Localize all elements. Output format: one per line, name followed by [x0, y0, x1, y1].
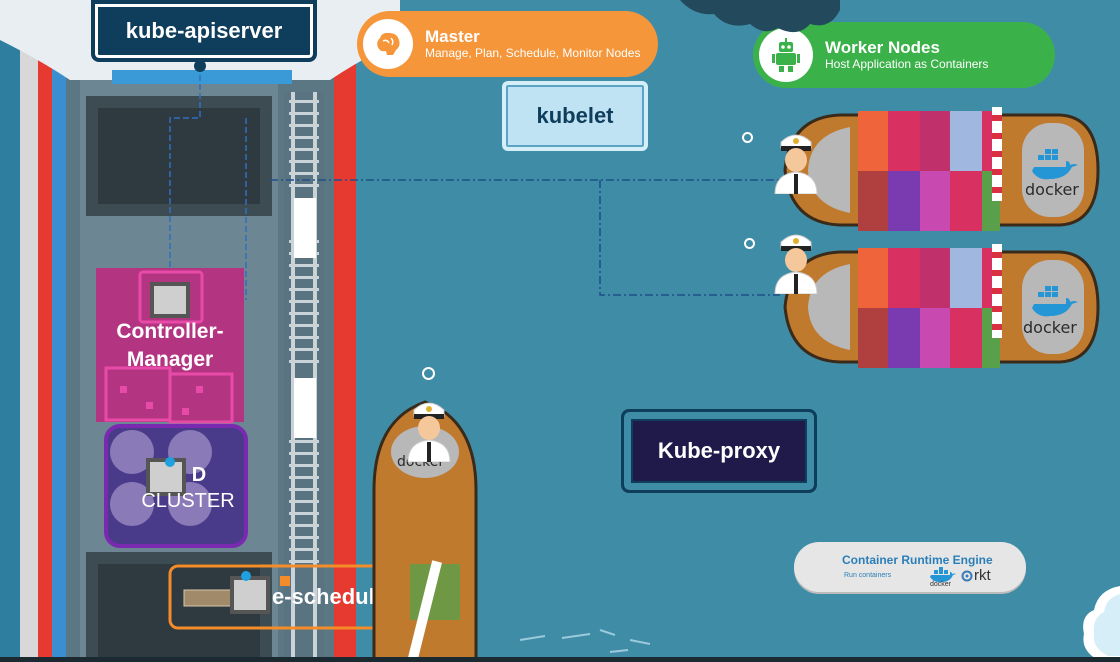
- controller-manager-line2: Manager: [126, 348, 214, 371]
- worker-nodes-legend: Worker Nodes Host Application as Contain…: [753, 22, 1055, 88]
- small-ship: [372, 400, 478, 662]
- kube-apiserver-box[interactable]: kube-apiserver: [91, 0, 317, 62]
- captain-worker-2-icon: [774, 234, 818, 294]
- runtime-subtitle: Run containers: [844, 572, 892, 579]
- apiserver-connector-dot: [194, 60, 206, 72]
- robot-icon: [759, 28, 813, 82]
- container-runtime-legend: Container Runtime Engine Run containers …: [794, 542, 1026, 592]
- runtime-rkt-label: rkt: [974, 567, 991, 584]
- cloud-corner-icon: [1083, 586, 1120, 662]
- worker-ship-1-docker-label: docker: [1025, 180, 1079, 199]
- bottom-bar: [0, 657, 1120, 662]
- worker-title: Worker Nodes: [825, 38, 940, 58]
- kube-proxy-label: Kube-proxy: [657, 438, 781, 463]
- master-subtitle: Manage, Plan, Schedule, Monitor Nodes: [425, 45, 641, 60]
- runtime-docker-label: docker: [930, 581, 952, 588]
- worker-ship-2: [783, 244, 1100, 368]
- docker-whale-icon: [1032, 286, 1078, 317]
- kubelet-box[interactable]: kubelet: [502, 81, 648, 151]
- cloud-top-icon: [680, 0, 840, 33]
- bubble-icon: [744, 238, 755, 249]
- worker-ship-1: [783, 107, 1100, 231]
- kube-apiserver-label: kube-apiserver: [125, 18, 283, 43]
- rkt-logo-icon: [961, 570, 973, 582]
- docker-whale-icon: [1032, 149, 1078, 180]
- kube-proxy-box[interactable]: Kube-proxy: [621, 409, 817, 493]
- docker-logo-icon: [930, 567, 956, 583]
- brain-icon: [363, 19, 413, 69]
- master-legend: Master Manage, Plan, Schedule, Monitor N…: [357, 11, 658, 77]
- master-title: Master: [425, 27, 480, 47]
- runtime-title: Container Runtime Engine: [842, 553, 993, 567]
- controller-manager-line1: Controller-: [116, 320, 224, 343]
- etcd-line2: CLUSTER: [141, 490, 235, 512]
- captain-worker-1-icon: [774, 134, 818, 194]
- bubble-icon: [422, 367, 435, 380]
- kubelet-label: kubelet: [536, 103, 614, 128]
- etcd-line1: D: [191, 464, 207, 486]
- master-ship: [0, 0, 400, 662]
- worker-subtitle: Host Application as Containers: [825, 56, 989, 71]
- captain-small-ship-icon: [407, 402, 451, 462]
- etcd-cluster-label[interactable]: D CLUSTER: [108, 462, 246, 514]
- controller-manager-label[interactable]: Controller- Manager: [100, 318, 240, 374]
- worker-ship-2-docker-label: docker: [1023, 318, 1077, 337]
- bubble-icon: [742, 132, 753, 143]
